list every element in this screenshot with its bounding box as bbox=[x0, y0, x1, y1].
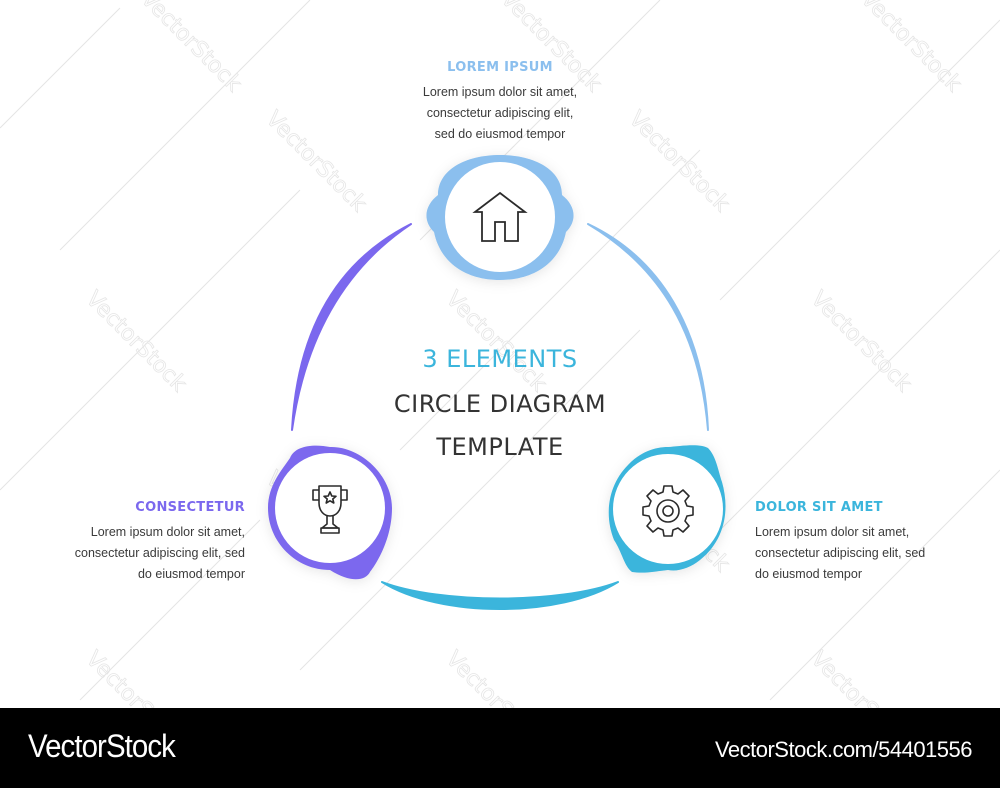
footer-bar: VectorStock VectorStock.com/54401556 bbox=[0, 708, 1000, 788]
footer-brand: VectorStock bbox=[28, 728, 176, 764]
footer-reference: VectorStock.com/54401556 bbox=[714, 737, 973, 762]
gear-icon bbox=[642, 485, 694, 537]
node-top bbox=[426, 155, 574, 280]
circle-diagram bbox=[268, 155, 726, 610]
element-left-title: CONSECTETUR bbox=[135, 500, 245, 515]
center-title-line2: CIRCLE DIAGRAM bbox=[393, 390, 607, 418]
element-top-body: Lorem ipsum dolor sit amet, consectetur … bbox=[422, 85, 578, 141]
arc-left-body bbox=[292, 224, 411, 430]
center-title-line1: 3 ELEMENTS bbox=[422, 345, 578, 373]
center-title-line3: TEMPLATE bbox=[436, 433, 564, 461]
house-icon bbox=[472, 191, 528, 242]
node-right bbox=[608, 445, 726, 573]
element-right-body: Lorem ipsum dolor sit amet, consectetur … bbox=[755, 525, 926, 581]
element-right-title: DOLOR SIT AMET bbox=[755, 500, 883, 515]
arc-bottom bbox=[381, 581, 619, 610]
element-top-title: LOREM IPSUM bbox=[447, 60, 553, 75]
arc-right bbox=[587, 223, 709, 431]
node-left bbox=[268, 445, 392, 580]
trophy-icon bbox=[312, 485, 348, 534]
element-left-body: Lorem ipsum dolor sit amet, consectetur … bbox=[74, 525, 245, 581]
